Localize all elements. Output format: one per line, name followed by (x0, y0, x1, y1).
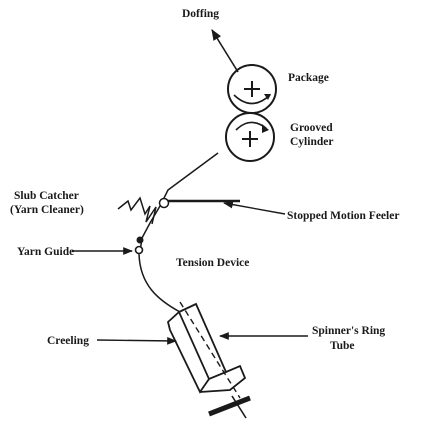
slub-label-line2: (Yarn Cleaner) (10, 204, 84, 216)
ring-tube-label-line2: Tube (330, 340, 355, 352)
yarn-path-middle (139, 205, 161, 253)
creeling-arrow (96, 336, 177, 345)
grooved-label-line1: Grooved (290, 122, 333, 134)
grooved-cylinder (225, 112, 275, 162)
tube-base-spindle (208, 395, 251, 417)
slub-catcher (117, 196, 157, 225)
stopped-motion-label: Stopped Motion Feeler (287, 210, 399, 222)
yarn-balloon (138, 253, 181, 313)
tension-device-label: Tension Device (176, 257, 249, 269)
creeling-label: Creeling (47, 335, 89, 347)
yarn-guide (134, 236, 144, 255)
package-roll (227, 64, 277, 114)
doffing-arrow (211, 29, 239, 73)
yarn-guide-label: Yarn Guide (17, 246, 74, 258)
cylinder-rotation-arrow (235, 121, 267, 131)
yarn-path-upper (159, 152, 219, 207)
tube-center-dash (179, 301, 241, 399)
stopped-motion-arrow (223, 200, 286, 215)
ring-tube-label-line1: Spinner's Ring (312, 325, 385, 337)
grooved-label-line2: Cylinder (290, 136, 333, 148)
package-label: Package (288, 72, 329, 84)
ring-tube (166, 301, 251, 419)
doffing-label: Doffing (182, 8, 219, 20)
slub-label-line1: Slub Catcher (14, 190, 79, 202)
